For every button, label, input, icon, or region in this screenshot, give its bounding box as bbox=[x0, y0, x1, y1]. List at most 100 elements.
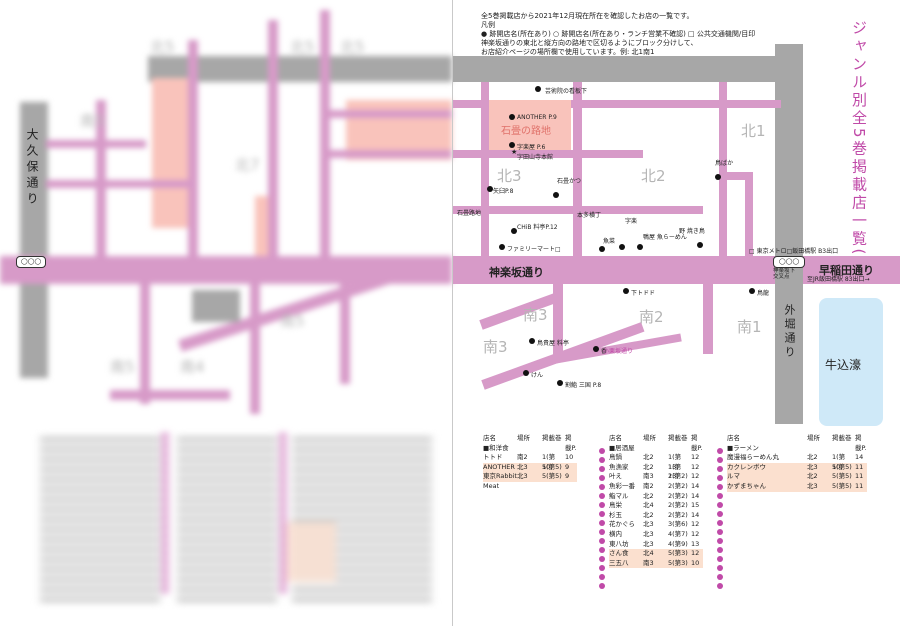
kagurazaka-shita-label: 神楽坂下 交叉点 bbox=[773, 268, 796, 280]
shop-label[interactable]: 鳥貴屋 料亭 bbox=[537, 340, 569, 347]
star-icon: ★ bbox=[511, 148, 518, 156]
shop-dot-icon bbox=[557, 380, 563, 386]
district-label: 南1 bbox=[737, 318, 762, 336]
col-header: 場所 bbox=[517, 434, 530, 442]
shop-label[interactable]: 鴨屋 魚らーめん bbox=[643, 234, 687, 241]
ushigome-label: 牛込濠 bbox=[825, 358, 862, 372]
shop-label[interactable]: 石畳かつ bbox=[557, 178, 582, 185]
district-label: 北1 bbox=[741, 122, 766, 140]
page-divider bbox=[452, 0, 453, 626]
shop-dot-icon bbox=[697, 242, 703, 248]
shop-dot-icon bbox=[619, 244, 625, 250]
shop-label[interactable]: 野 焼き鳥 bbox=[679, 228, 705, 235]
table-header: 店名場所掲載巻掲載P. bbox=[609, 434, 703, 452]
shop-label[interactable]: 矢臼P.8 bbox=[493, 188, 514, 195]
okubo-street-label: 大久保通り bbox=[25, 128, 39, 208]
header-notes: 全5巻掲載店から2021年12月現在所在を確認したお店の一覧です。 凡例 ● 跡… bbox=[481, 12, 821, 57]
bead-column bbox=[717, 448, 723, 592]
shop-label[interactable]: 字田山寺本館 bbox=[517, 154, 554, 161]
shop-label[interactable]: 字楽 bbox=[625, 218, 638, 225]
shop-label[interactable]: 魚菜 bbox=[603, 238, 616, 245]
road-segment bbox=[745, 172, 753, 256]
station-icon: ◯◯◯ bbox=[773, 256, 805, 268]
kagurazaka-label: 神楽坂通り bbox=[489, 266, 544, 279]
district-label: 南2 bbox=[639, 308, 664, 326]
road-segment bbox=[703, 284, 713, 354]
shop-dot-icon bbox=[487, 186, 493, 192]
waseda-road bbox=[803, 256, 900, 284]
table-category: ■和洋食 bbox=[483, 443, 509, 452]
shop-dot-icon bbox=[511, 228, 517, 234]
road-segment bbox=[725, 172, 753, 180]
shop-dot-icon bbox=[715, 174, 721, 180]
shop-label[interactable]: 鳥ばか bbox=[715, 160, 734, 167]
honda-label: 本多横丁 bbox=[577, 212, 602, 219]
shop-dot-icon bbox=[535, 86, 541, 92]
shop-dot-icon bbox=[529, 338, 535, 344]
kagurazaka-road bbox=[453, 256, 775, 284]
shop-label[interactable]: 香 bbox=[601, 348, 608, 355]
shop-label[interactable]: ファミリーマート□ bbox=[507, 246, 561, 253]
col-header: 掲載P. bbox=[565, 434, 577, 452]
road-segment bbox=[553, 284, 563, 360]
shop-label[interactable]: 字楽屋 P.6 bbox=[517, 144, 546, 151]
district-label: 北3 bbox=[497, 167, 522, 185]
header-line: ● 跡開店名(所在あり) ○ 跡開店名(所在あり・ランチ営業不確認) □ 公共交… bbox=[481, 30, 756, 38]
shop-dot-icon bbox=[509, 114, 515, 120]
col-header: 掲載巻 bbox=[542, 434, 562, 442]
left-page: 北5 北5 北5 南5 北7 南5 南5 南4 大久保通り ◯◯◯ bbox=[0, 10, 452, 604]
shop-label[interactable]: CHiB 料亭P.12 bbox=[517, 224, 558, 231]
shop-dot-icon bbox=[623, 288, 629, 294]
col-header: 店名 bbox=[483, 434, 496, 442]
table-category: ■ラーメン bbox=[727, 443, 759, 452]
station-icon: ◯◯◯ bbox=[16, 256, 46, 268]
shop-label[interactable]: 石畳路地 bbox=[457, 210, 482, 217]
shop-label[interactable]: ANOTHER P.9 bbox=[517, 114, 557, 121]
road-segment bbox=[603, 206, 703, 214]
shop-label[interactable]: 鳥龍 bbox=[757, 290, 770, 297]
shop-label[interactable]: □ 東京メトロ□飯田橋駅 B3出口 bbox=[749, 248, 839, 255]
shop-dot-icon bbox=[553, 192, 559, 198]
ishitatami-label: 石畳の路地 bbox=[501, 126, 551, 137]
top-road bbox=[453, 56, 803, 82]
waseda-label: 早稲田通り bbox=[819, 264, 874, 277]
header-line: 凡例 bbox=[481, 21, 495, 29]
district-label: 南3 bbox=[483, 338, 508, 356]
shop-label[interactable]: 割鮨 三国 P.8 bbox=[565, 382, 602, 389]
table-category: ■居酒屋 bbox=[609, 443, 635, 452]
waseda-note: 至JR飯田橋駅 83出口→ bbox=[807, 276, 870, 283]
table-header: 店名 場所 掲載巻 掲載P. bbox=[483, 434, 577, 452]
road-segment bbox=[453, 206, 603, 214]
header-line: お店紹介ページの場所欄で使用しています。例: 北1南1 bbox=[481, 48, 655, 56]
road-segment bbox=[481, 82, 489, 256]
road-segment bbox=[719, 82, 727, 256]
shop-dot-icon bbox=[593, 346, 599, 352]
road-segment bbox=[571, 100, 781, 108]
shop-label[interactable]: 芸術院の看板下 bbox=[545, 88, 588, 95]
shop-dot-icon bbox=[523, 370, 529, 376]
shop-label[interactable]: 下トドド bbox=[631, 290, 656, 297]
shop-label[interactable]: けん bbox=[531, 372, 544, 379]
shop-dot-icon bbox=[637, 244, 643, 250]
